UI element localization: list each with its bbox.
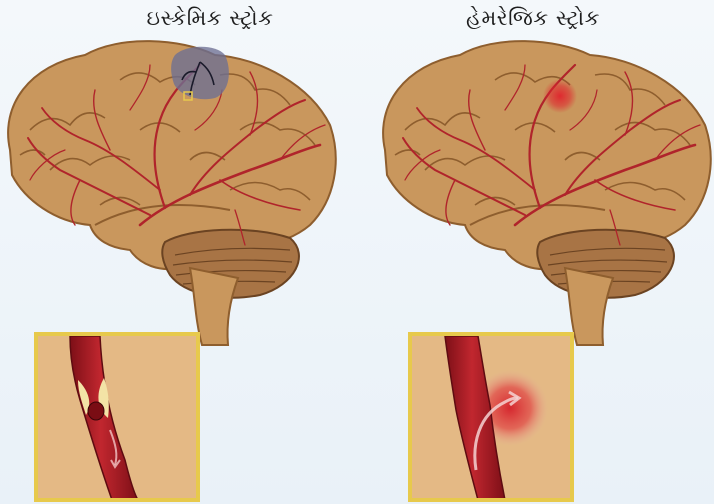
- hemorrhagic-artery-inset: [410, 334, 572, 500]
- ischemic-brain-illustration: [8, 41, 336, 345]
- ischemic-artery-inset: [36, 334, 198, 500]
- hemorrhage-spot: [543, 79, 577, 113]
